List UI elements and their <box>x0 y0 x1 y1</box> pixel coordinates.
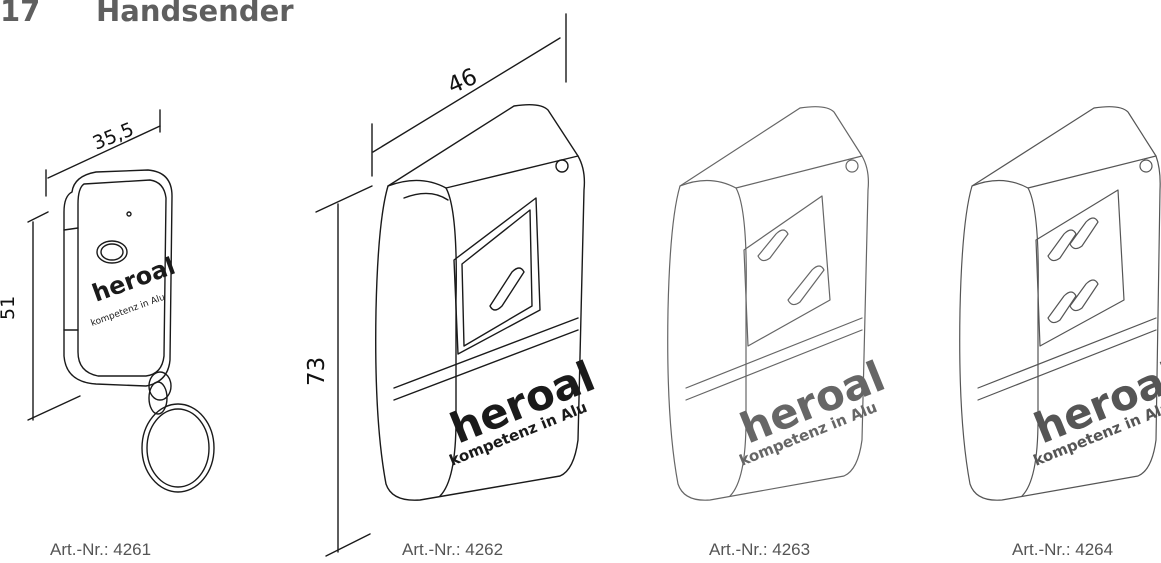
dimension-width-4262: 46 <box>444 64 481 100</box>
product-caption-4262: Art.-Nr.: 4262 <box>402 540 504 559</box>
remote-4263-drawing: heroal kompetenz in Alu <box>667 106 891 501</box>
remote-4264-drawing: heroal kompetenz in Alu <box>959 106 1161 501</box>
product-caption-4261: Art.-Nr.: 4261 <box>50 540 152 559</box>
section-heading: 17 Handsender <box>0 0 294 30</box>
section-title: Handsender <box>96 0 294 28</box>
dimension-height-4261: 51 <box>0 296 19 320</box>
dimension-height-4262: 73 <box>304 357 330 386</box>
remote-4261-drawing: heroal kompetenz in Alu <box>27 109 215 493</box>
product-caption-4264: Art.-Nr.: 4264 <box>1012 540 1114 559</box>
dimension-width-4261: 35,5 <box>90 118 137 154</box>
product-caption-4263: Art.-Nr.: 4263 <box>709 540 811 559</box>
section-number: 17 <box>0 0 41 28</box>
